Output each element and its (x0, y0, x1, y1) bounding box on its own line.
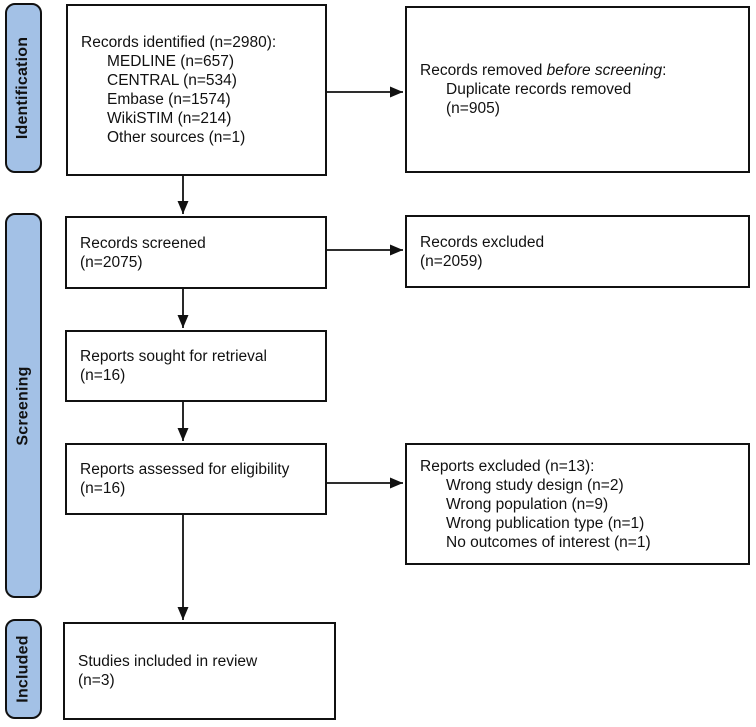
stage-included: Included (5, 619, 42, 719)
box-text-line1: Records screened (80, 234, 206, 252)
box-reports-assessed: Reports assessed for eligibility (n=16) (65, 443, 327, 515)
box-records-removed: Records removed before screening: Duplic… (405, 6, 750, 173)
list-item: Wrong population (n=9) (446, 495, 609, 513)
box-text-line1: Records excluded (420, 233, 545, 251)
list-item: Duplicate records removed (446, 81, 632, 98)
box-records-identified: Records identified (n=2980): MEDLINE (n=… (66, 4, 327, 176)
list-item: WikiSTIM (n=214) (107, 110, 232, 127)
box-text-line2: (n=16) (80, 480, 126, 497)
box-records-excluded: Records excluded (n=2059) (405, 215, 750, 288)
box-records-screened: Records screened (n=2075) (65, 216, 327, 289)
list-item: MEDLINE (n=657) (107, 53, 235, 70)
list-item: Wrong study design (n=2) (446, 476, 624, 494)
heading-suffix: : (662, 62, 667, 79)
box-reports-excluded: Reports excluded (n=13): Wrong study des… (405, 443, 750, 565)
stage-label: Screening (14, 365, 32, 446)
list-item: CENTRAL (n=534) (107, 72, 237, 89)
heading-emphasis: before screening (546, 62, 663, 79)
box-studies-included: Studies included in review (n=3) (63, 622, 336, 720)
box-reports-sought: Reports sought for retrieval (n=16) (65, 330, 327, 402)
box-heading: Records removed before screening: (420, 61, 740, 80)
list-item: Other sources (n=1) (107, 129, 246, 146)
heading-prefix: Records removed (420, 62, 547, 79)
list-item: (n=905) (446, 100, 500, 117)
box-text-line2: (n=3) (78, 672, 115, 689)
stage-label: Included (14, 635, 32, 703)
list-item: No outcomes of interest (n=1) (446, 533, 651, 551)
box-heading: Reports excluded (n=13): (420, 457, 595, 475)
stage-screening: Screening (5, 213, 42, 598)
box-text-line1: Studies included in review (78, 653, 258, 670)
box-text-line2: (n=16) (80, 367, 126, 384)
box-text-line1: Reports assessed for eligibility (80, 461, 290, 478)
stage-label: Identification (14, 36, 32, 140)
box-text-line2: (n=2075) (80, 253, 143, 271)
box-text-line1: Reports sought for retrieval (80, 348, 267, 365)
box-text-line2: (n=2059) (420, 252, 483, 270)
stage-identification: Identification (5, 3, 42, 173)
list-item: Wrong publication type (n=1) (446, 514, 645, 532)
box-heading: Records identified (n=2980): (81, 34, 277, 51)
list-item: Embase (n=1574) (107, 91, 231, 108)
